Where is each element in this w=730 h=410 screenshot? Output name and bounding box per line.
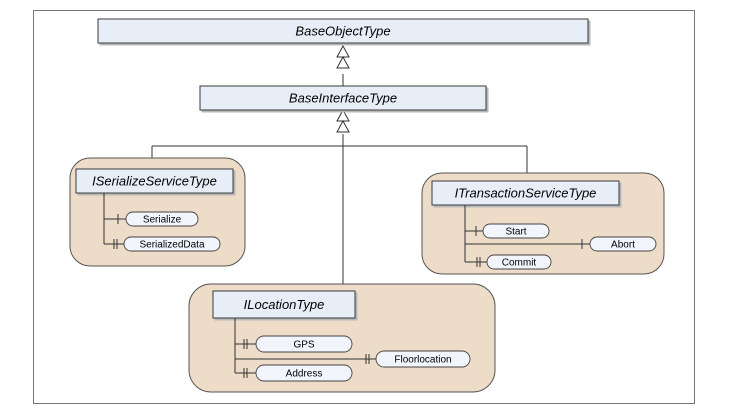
inherit-arrow-top-2	[336, 55, 350, 69]
location-member-connectors	[234, 318, 376, 378]
member-gps[interactable]	[255, 335, 353, 353]
transaction-member-connectors	[464, 205, 590, 267]
member-serialized-data-label: SerializedData	[139, 240, 204, 251]
base-interface-type-label: BaseInterfaceType	[289, 91, 397, 106]
member-serialize-label: Serialize	[143, 215, 182, 226]
inherit-arrow-mid	[336, 108, 350, 122]
diagram-frame	[33, 10, 695, 404]
member-gps-label: GPS	[293, 340, 314, 351]
serialize-service-type-label: ISerializeServiceType	[92, 174, 217, 189]
location-type-label: ILocationType	[244, 297, 325, 312]
member-floorlocation-label: Floorlocation	[394, 355, 451, 366]
base-object-type-box[interactable]	[97, 18, 589, 44]
serialize-service-type-box[interactable]	[75, 168, 234, 194]
transaction-service-type-box[interactable]	[431, 180, 620, 206]
member-abort-label: Abort	[611, 240, 635, 251]
member-floorlocation[interactable]	[375, 350, 471, 368]
base-interface-type-box[interactable]	[199, 85, 487, 111]
member-address-label: Address	[286, 369, 323, 380]
serialize-member-connectors	[103, 193, 126, 249]
member-start-label: Start	[505, 227, 526, 238]
transaction-service-type-label: ITransactionServiceType	[455, 186, 597, 201]
member-abort[interactable]	[589, 236, 657, 252]
inherit-arrow-top	[336, 44, 350, 58]
base-object-type-label: BaseObjectType	[295, 24, 390, 39]
member-address[interactable]	[255, 364, 353, 382]
member-start[interactable]	[482, 223, 550, 239]
inherit-arrow-mid-2	[336, 119, 350, 133]
location-type-box[interactable]	[212, 290, 356, 319]
member-commit[interactable]	[486, 254, 552, 270]
member-serialize[interactable]	[125, 211, 199, 227]
member-serialized-data[interactable]	[123, 236, 221, 252]
member-commit-label: Commit	[502, 258, 537, 269]
